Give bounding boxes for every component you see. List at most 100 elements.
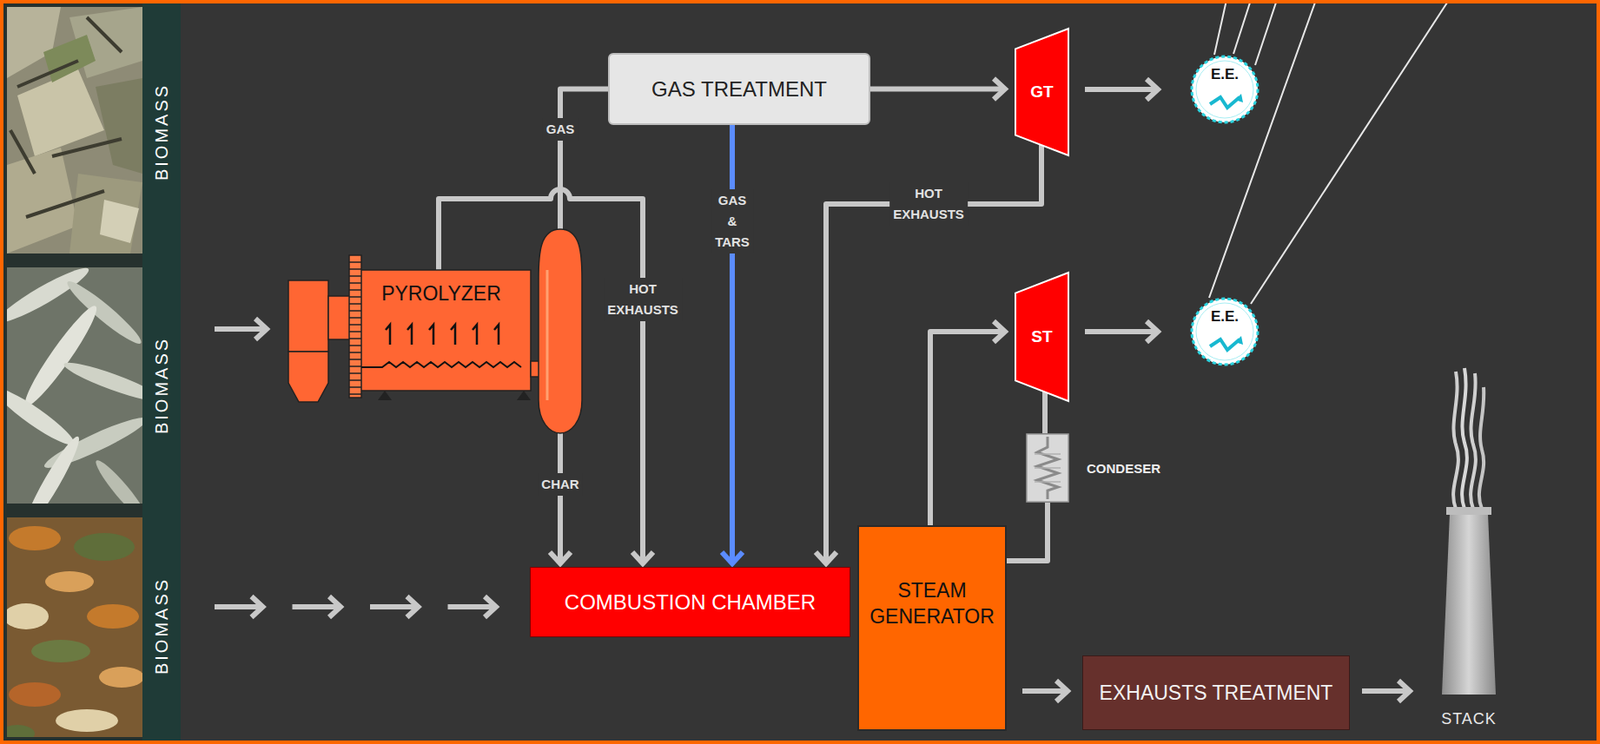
flow-arrow xyxy=(1084,79,1158,100)
process-box: GAS TREATMENT xyxy=(608,52,871,126)
arrow-head xyxy=(549,552,571,564)
wood-chips-photo xyxy=(95,78,143,174)
condenser-shape xyxy=(1026,434,1069,503)
leaves-photo xyxy=(8,526,61,551)
flow-arrow xyxy=(1044,387,1046,434)
arrow-head xyxy=(632,552,654,564)
turbine-shape xyxy=(1015,28,1069,156)
flow-arrow xyxy=(214,318,267,340)
leaves-photo xyxy=(31,640,91,663)
pyrolyzer-drawing xyxy=(349,262,362,395)
flow-arrow xyxy=(870,79,1005,100)
stack-shape xyxy=(1461,368,1468,510)
wood-chips-photo xyxy=(10,17,122,218)
arrow-head xyxy=(721,552,743,564)
flow-line xyxy=(214,326,266,332)
turbine-symbol: GT xyxy=(1015,28,1069,156)
wood-sticks-photo xyxy=(6,382,80,451)
flow-label: GAS xyxy=(542,118,579,141)
generator-circle: E.E. xyxy=(1189,53,1261,126)
node-label: EXHAUSTS TREATMENT xyxy=(1099,681,1334,706)
flow-arrow xyxy=(1361,680,1410,702)
power-line xyxy=(1233,0,1251,54)
leaves-photo xyxy=(6,725,35,738)
generator-shape xyxy=(1235,93,1243,103)
leaves-photo xyxy=(55,709,119,733)
power-line xyxy=(1209,0,1449,305)
generator-shape xyxy=(1189,296,1261,368)
flow-label: HOT EXHAUSTS xyxy=(603,277,682,322)
wood-chips-photo xyxy=(6,147,79,254)
wood-chips-photo xyxy=(99,199,139,244)
wood-chips-photo xyxy=(43,34,96,83)
power-line xyxy=(1209,0,1316,298)
stack-shape xyxy=(1434,364,1503,695)
arrow-head xyxy=(1056,680,1068,702)
wood-chips-photo xyxy=(6,6,143,254)
node-label: ST xyxy=(1031,327,1052,347)
biomass-band: BIOMASS xyxy=(142,3,181,261)
flow-line xyxy=(1006,502,1048,562)
wood-chips-photo xyxy=(69,173,143,254)
arrow-head xyxy=(407,596,419,618)
node-label: GAS TREATMENT xyxy=(651,77,827,102)
arrow-head xyxy=(255,318,267,340)
node-label: BIOMASS xyxy=(152,337,172,435)
leaves-photo xyxy=(45,571,94,593)
stack-shape xyxy=(1470,373,1476,510)
flow-line xyxy=(1084,329,1158,335)
leaves-photo xyxy=(86,604,139,629)
condenser-shape xyxy=(1025,433,1070,503)
biomass-band: BIOMASS xyxy=(142,510,181,741)
node-label: PYROLYZER xyxy=(351,282,531,306)
pyrolyzer-drawing xyxy=(546,270,549,401)
flow-arrow xyxy=(1084,321,1158,343)
generator-shape xyxy=(1209,339,1240,351)
power-line xyxy=(1255,0,1277,66)
power-line xyxy=(1214,0,1227,55)
wood-sticks-photo xyxy=(19,433,86,504)
pyrolyzer-drawing xyxy=(288,351,329,403)
flow-line xyxy=(292,604,341,610)
flow-label: HOT EXHAUSTS xyxy=(889,182,968,226)
flow-line xyxy=(448,604,496,610)
arrow-head xyxy=(329,596,341,618)
pyrolyzer-drawing xyxy=(538,229,582,434)
pyrolyzer-drawing xyxy=(328,296,351,340)
generator-shape xyxy=(1209,97,1240,108)
leaves-photo xyxy=(99,667,143,688)
wood-sticks-photo xyxy=(61,357,143,408)
flow-line xyxy=(930,331,1005,526)
process-box: EXHAUSTS TREATMENT xyxy=(1082,655,1350,731)
flow-label: GAS & TARS xyxy=(711,189,754,254)
pyrolyzer-drawing xyxy=(349,255,362,398)
flow-line xyxy=(1084,86,1158,93)
leaves-photo xyxy=(8,682,61,708)
leaves-photo xyxy=(6,517,143,738)
flow-arrow xyxy=(549,433,571,564)
arrow-head xyxy=(993,79,1005,100)
flow-arrow xyxy=(1022,680,1068,702)
stack-shape xyxy=(1441,514,1496,695)
node-label: CONDESER xyxy=(1086,461,1161,477)
pyrolyzer-drawing xyxy=(385,324,499,345)
flow-line xyxy=(214,604,263,610)
node-label: E.E. xyxy=(1189,308,1261,326)
biomass-band: BIOMASS xyxy=(142,260,181,511)
pyrolyzer-drawing xyxy=(377,390,392,401)
pyrolyzer-drawing xyxy=(351,270,531,391)
flow-arrow xyxy=(214,596,496,618)
node-label: STACK xyxy=(1441,710,1497,729)
generator-shape xyxy=(1189,53,1261,126)
pyrolyzer-drawing xyxy=(361,362,522,368)
arrow-head xyxy=(484,596,496,618)
arrow-head xyxy=(1146,321,1158,343)
condenser-box: CONDESER xyxy=(1025,433,1070,503)
wood-sticks-photo xyxy=(6,267,143,504)
node-label: STEAM GENERATOR xyxy=(862,577,1002,630)
stack-symbol: STACK xyxy=(1434,364,1503,695)
wood-chips-photo xyxy=(6,6,143,254)
steam-generator-box: STEAM GENERATOR xyxy=(857,525,1007,732)
flow-line xyxy=(870,86,1005,93)
process-box: COMBUSTION CHAMBER xyxy=(529,567,851,638)
